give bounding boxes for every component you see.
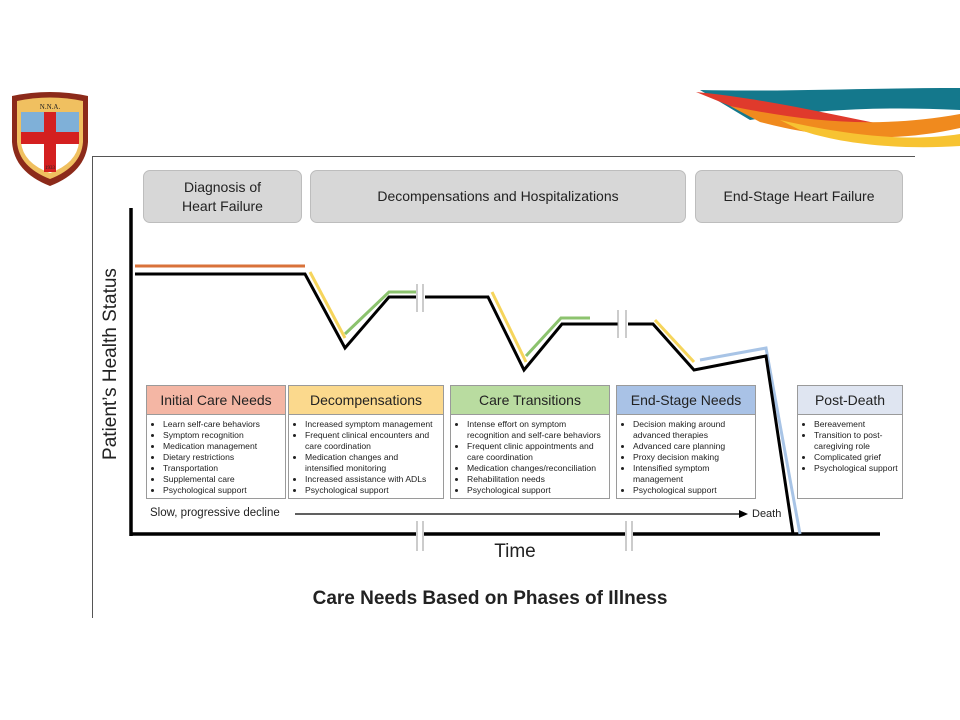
nna-logo: N.N.A. 1933 [12, 92, 88, 186]
card-decompensations-list: Increased symptom management Frequent cl… [289, 419, 443, 496]
list-item: Transition to post-caregiving role [814, 430, 898, 452]
phase-end-stage-label: End-Stage Heart Failure [723, 188, 875, 204]
list-item: Complicated grief [814, 452, 898, 463]
list-item: Rehabilitation needs [467, 474, 605, 485]
card-care-transitions-list: Intense effort on symptom recognition an… [451, 419, 609, 496]
x-axis-label: Time [494, 541, 536, 562]
card-end-stage-needs: End-Stage Needs Decision making around a… [616, 385, 756, 499]
card-title: End-Stage Needs [630, 392, 742, 408]
list-item: Decision making around advanced therapie… [633, 419, 751, 441]
list-item: Medication changes/reconciliation [467, 463, 605, 474]
health-trajectory-line-3 [628, 322, 795, 535]
card-decompensations: Decompensations Increased symptom manage… [288, 385, 444, 499]
decline-arrow-head [739, 510, 748, 518]
card-end-stage-needs-header: End-Stage Needs [617, 386, 755, 415]
list-item: Supplemental care [163, 474, 281, 485]
list-item: Transportation [163, 463, 281, 474]
list-item: Intensified symptom management [633, 463, 751, 485]
end-stage-blue-line [699, 346, 802, 535]
list-item: Advanced care planning [633, 441, 751, 452]
list-item: Frequent clinic appointments and care co… [467, 441, 605, 463]
card-title: Initial Care Needs [160, 392, 272, 408]
list-item: Bereavement [814, 419, 898, 430]
list-item: Increased symptom management [305, 419, 439, 430]
figure-left-rule [92, 156, 93, 618]
card-post-death-list: Bereavement Transition to post-caregivin… [798, 419, 902, 474]
list-item: Dietary restrictions [163, 452, 281, 463]
figure-top-rule [92, 156, 915, 157]
trajectory-break-2 [617, 310, 627, 338]
list-item: Symptom recognition [163, 430, 281, 441]
phase-diagnosis-label: Diagnosis of Heart Failure [182, 178, 263, 214]
card-decompensations-header: Decompensations [289, 386, 443, 415]
decompensation-1-yellow-line [308, 271, 347, 339]
list-item: Intense effort on symptom recognition an… [467, 419, 605, 441]
phase-diagnosis-box: Diagnosis of Heart Failure [143, 170, 302, 223]
x-axis-break-1 [416, 521, 424, 551]
card-initial-care-needs-list: Learn self-care behaviors Symptom recogn… [147, 419, 285, 496]
phase-decompensations-box: Decompensations and Hospitalizations [310, 170, 686, 223]
list-item: Psychological support [467, 485, 605, 496]
logo-year: 1933 [45, 166, 56, 171]
list-item: Proxy decision making [633, 452, 751, 463]
card-post-death: Post-Death Bereavement Transition to pos… [797, 385, 903, 499]
decompensation-2-yellow-line [490, 291, 528, 363]
list-item: Psychological support [163, 485, 281, 496]
end-stage-yellow-line [653, 318, 696, 364]
recovery-2-green-line [524, 316, 590, 358]
figure-title: Care Needs Based on Phases of Illness [312, 588, 668, 609]
trajectory-break-1 [416, 284, 424, 312]
phase-decompensations-label: Decompensations and Hospitalizations [377, 188, 619, 204]
card-initial-care-needs-header: Initial Care Needs [147, 386, 285, 415]
list-item: Frequent clinical encounters and care co… [305, 430, 439, 452]
death-label: Death [752, 508, 782, 520]
list-item: Learn self-care behaviors [163, 419, 281, 430]
card-end-stage-needs-list: Decision making around advanced therapie… [617, 419, 755, 496]
list-item: Medication management [163, 441, 281, 452]
card-title: Post-Death [814, 392, 886, 408]
list-item: Psychological support [305, 485, 439, 496]
health-trajectory-line-2 [425, 295, 618, 373]
list-item: Medication changes and intensified monit… [305, 452, 439, 474]
corner-swoosh-graphic [696, 88, 960, 148]
card-care-transitions: Care Transitions Intense effort on sympt… [450, 385, 610, 499]
logo-text: N.N.A. [40, 103, 61, 111]
card-title: Care Transitions [479, 392, 581, 408]
list-item: Psychological support [633, 485, 751, 496]
card-initial-care-needs: Initial Care Needs Learn self-care behav… [146, 385, 286, 499]
x-axis-break-2 [625, 521, 633, 551]
recovery-1-green-line [343, 290, 416, 336]
card-title: Decompensations [309, 392, 423, 408]
health-trajectory-line [135, 272, 416, 351]
phase-end-stage-box: End-Stage Heart Failure [695, 170, 903, 223]
card-care-transitions-header: Care Transitions [451, 386, 609, 415]
list-item: Psychological support [814, 463, 898, 474]
decline-label: Slow, progressive decline [150, 507, 280, 519]
list-item: Increased assistance with ADLs [305, 474, 439, 485]
card-post-death-header: Post-Death [798, 386, 902, 415]
